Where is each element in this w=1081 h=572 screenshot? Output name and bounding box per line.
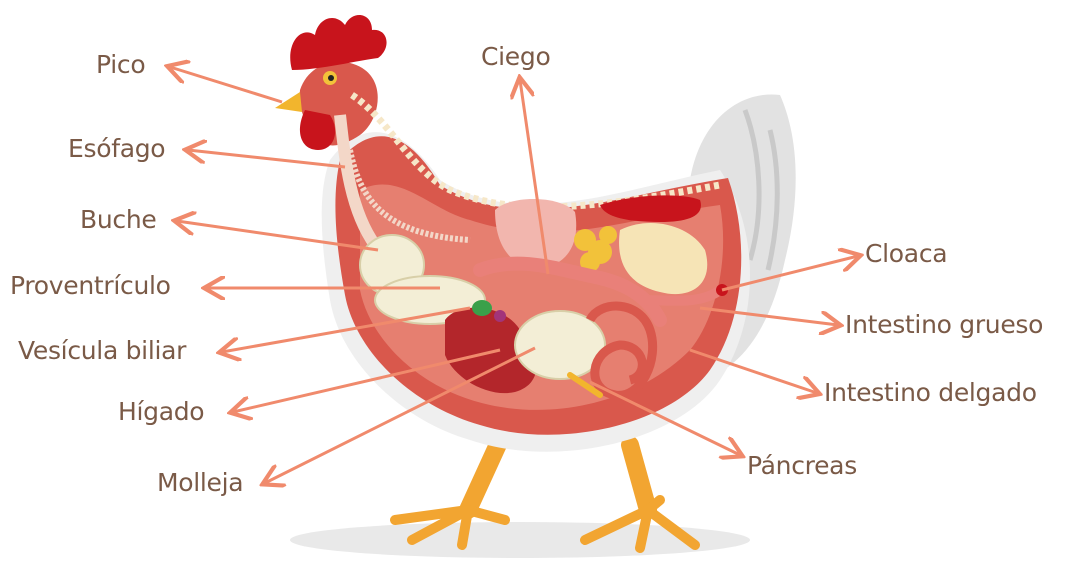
label-molleja: Molleja bbox=[157, 468, 243, 498]
label-buche: Buche bbox=[80, 205, 156, 235]
label-vesicula-biliar: Vesícula biliar bbox=[18, 336, 186, 366]
comb bbox=[290, 15, 386, 70]
arrow-esofago bbox=[188, 150, 345, 167]
arrow-pico bbox=[170, 67, 282, 102]
label-proventriculo: Proventrículo bbox=[10, 271, 171, 301]
label-cloaca: Cloaca bbox=[865, 239, 947, 269]
wattle bbox=[300, 110, 335, 150]
gallbladder-organ bbox=[472, 300, 492, 316]
label-intestino-grueso: Intestino grueso bbox=[845, 310, 1043, 340]
label-esofago: Esófago bbox=[68, 134, 165, 164]
label-ciego: Ciego bbox=[481, 42, 550, 72]
label-higado: Hígado bbox=[118, 397, 204, 427]
label-intestino-delgado: Intestino delgado bbox=[824, 378, 1037, 408]
label-pancreas: Páncreas bbox=[747, 451, 857, 481]
leg-right bbox=[585, 445, 695, 548]
label-pico: Pico bbox=[96, 50, 145, 80]
